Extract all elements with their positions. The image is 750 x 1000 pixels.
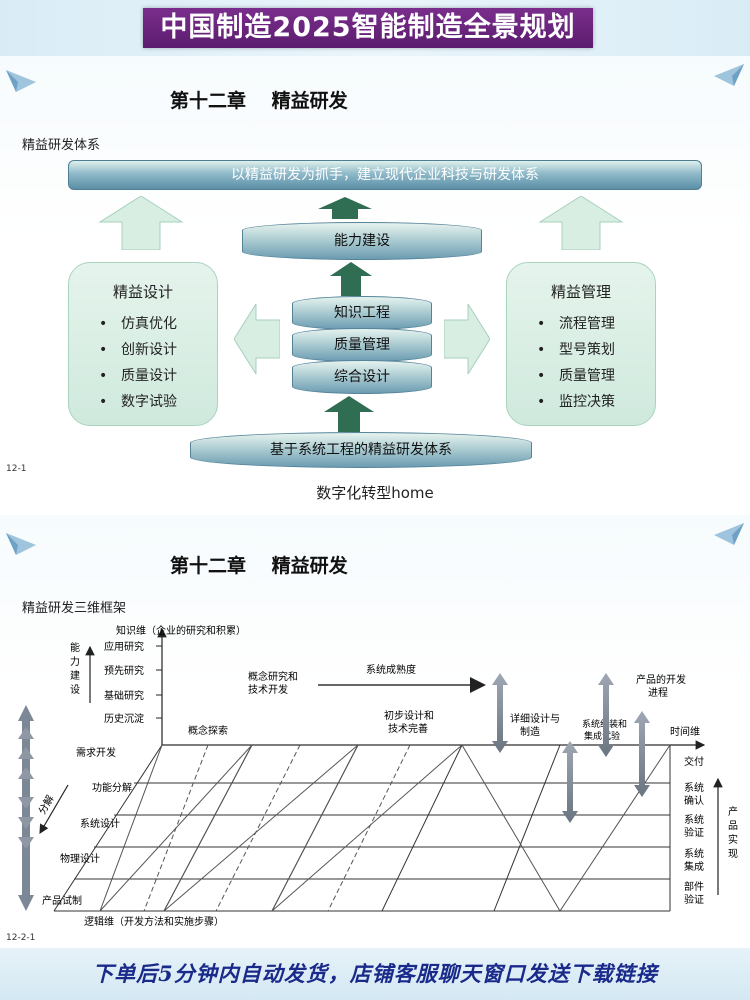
right-row-label: 系统 xyxy=(684,781,704,794)
product-realize-char: 实 xyxy=(728,833,738,846)
capability-disk: 能力建设 xyxy=(242,222,482,260)
paper-plane-icon xyxy=(714,523,744,545)
time-axis-label: 时间维 xyxy=(670,725,700,738)
slide-number: 12-2-1 xyxy=(6,933,36,943)
slide-lean-rd-system: 第十二章 精益研发 精益研发体系 以精益研发为抓手，建立现代企业科技与研发体系 … xyxy=(0,56,750,504)
chapter-title: 第十二章 精益研发 xyxy=(170,555,348,577)
list-item: 创新设计 xyxy=(99,337,177,363)
right-row-label: 部件 xyxy=(684,880,704,893)
knowledge-level: 应用研究 xyxy=(104,640,144,653)
right-row-label: 验证 xyxy=(684,893,704,906)
list-item: 型号策划 xyxy=(537,337,615,363)
lean-design-list: 仿真优化 创新设计 质量设计 数字试验 xyxy=(99,311,177,415)
right-row-label: 系统 xyxy=(684,847,704,860)
right-row-label: 验证 xyxy=(684,826,704,839)
lean-management-list: 流程管理 型号策划 质量管理 监控决策 xyxy=(537,311,615,415)
knowledge-levels: 应用研究 预先研究 基础研究 历史沉淀 xyxy=(104,640,162,725)
capability-char: 力 xyxy=(70,655,80,668)
logic-row: 产品试制 xyxy=(42,894,82,907)
right-column-labels: 交付 系统 确认 系统 验证 系统 集成 部件 验证 xyxy=(684,755,704,906)
slide-number: 12-1 xyxy=(6,464,27,474)
up-arrow-icon xyxy=(98,196,184,250)
footer-text: 下单后5分钟内自动发货，店铺客服聊天窗口发送下载链接 xyxy=(92,961,658,986)
knowledge-level: 基础研究 xyxy=(104,689,144,702)
list-item: 数字试验 xyxy=(99,389,177,415)
logic-row: 需求开发 xyxy=(76,746,116,759)
stack-disk-design: 综合设计 xyxy=(292,360,432,394)
stage-label: 技术开发 xyxy=(248,683,288,696)
knowledge-level: 历史沉淀 xyxy=(104,712,144,725)
knowledge-level: 预先研究 xyxy=(104,664,144,677)
stage-label: 集成试验 xyxy=(584,730,620,742)
top-goal-bar: 以精益研发为抓手，建立现代企业科技与研发体系 xyxy=(68,160,702,190)
bottom-banner xyxy=(0,948,750,1000)
left-arrow-icon xyxy=(234,304,280,374)
caption: 数字化转型home xyxy=(316,484,434,502)
capability-char: 建 xyxy=(70,669,80,682)
up-arrow-icon xyxy=(324,396,374,432)
right-row-label: 系统 xyxy=(684,813,704,826)
paper-plane-icon xyxy=(714,64,744,86)
up-arrow-icon xyxy=(330,262,372,296)
decomposition-column: 分解 xyxy=(18,705,69,911)
box-title: 精益设计 xyxy=(112,283,173,301)
list-item: 质量设计 xyxy=(99,363,177,389)
slide-3d-framework: 第十二章 精益研发 精益研发三维框架 知识维（企业的研究和积累） 应用研究 预先… xyxy=(0,515,750,945)
stage-label: 详细设计与 xyxy=(510,712,560,725)
right-row-label: 确认 xyxy=(684,794,704,807)
product-realize-char: 品 xyxy=(728,820,738,832)
stage-label: 概念探索 xyxy=(188,724,228,737)
up-arrow-icon xyxy=(538,196,624,250)
right-arrow-icon xyxy=(444,304,490,374)
double-arrows xyxy=(492,673,650,823)
box-title: 精益管理 xyxy=(550,283,611,301)
logic-row: 系统设计 xyxy=(80,817,120,830)
stage-label: 概念研究和 xyxy=(248,670,298,683)
framework-diagram: 知识维（企业的研究和积累） 应用研究 预先研究 基础研究 历史沉淀 能 力 建 … xyxy=(18,624,738,928)
stage-label: 初步设计和 xyxy=(384,709,434,722)
banner-title: 中国制造2025智能制造全景规划 xyxy=(143,8,593,48)
capability-axis: 能 力 建 设 xyxy=(70,641,95,703)
paper-plane-icon xyxy=(6,533,36,555)
decompose-label: 分解 xyxy=(35,793,56,817)
list-item: 质量管理 xyxy=(537,363,615,389)
list-item: 仿真优化 xyxy=(99,311,177,337)
stage-label: 产品的开发 xyxy=(636,673,686,686)
list-item: 流程管理 xyxy=(537,311,615,337)
logic-row: 功能分解 xyxy=(92,781,132,794)
product-realize-char: 产 xyxy=(728,805,738,818)
stage-label: 进程 xyxy=(648,687,668,699)
stage-label: 制造 xyxy=(520,725,540,738)
right-row-label: 集成 xyxy=(684,860,704,873)
logic-row: 物理设计 xyxy=(60,852,100,865)
capability-char: 设 xyxy=(70,684,80,696)
development-zigzag xyxy=(99,744,671,912)
chapter-title: 第十二章 精益研发 xyxy=(170,90,348,112)
knowledge-axis-label: 知识维（企业的研究和积累） xyxy=(116,624,246,637)
list-item: 监控决策 xyxy=(537,389,615,415)
section-label: 精益研发三维框架 xyxy=(22,601,127,616)
foundation-bar: 基于系统工程的精益研发体系 xyxy=(190,432,532,468)
stack-disk-quality: 质量管理 xyxy=(292,328,432,362)
lean-management-box: 精益管理 流程管理 型号策划 质量管理 监控决策 xyxy=(506,262,656,426)
paper-plane-icon xyxy=(6,70,36,92)
section-label: 精益研发体系 xyxy=(22,138,101,153)
stage-label: 系统成熟度 xyxy=(366,663,416,676)
product-realize-char: 现 xyxy=(728,848,738,860)
stack-disk-knowledge: 知识工程 xyxy=(292,296,432,330)
product-realize-axis: 产 品 实 现 xyxy=(713,777,738,895)
capability-char: 能 xyxy=(70,641,80,654)
stage-label: 技术完善 xyxy=(388,722,428,735)
logic-grid xyxy=(53,744,671,912)
right-row-label: 交付 xyxy=(684,755,704,768)
up-arrow-icon xyxy=(318,197,372,219)
logic-axis-label: 逻辑维（开发方法和实施步骤） xyxy=(84,915,224,928)
lean-design-box: 精益设计 仿真优化 创新设计 质量设计 数字试验 xyxy=(68,262,218,426)
